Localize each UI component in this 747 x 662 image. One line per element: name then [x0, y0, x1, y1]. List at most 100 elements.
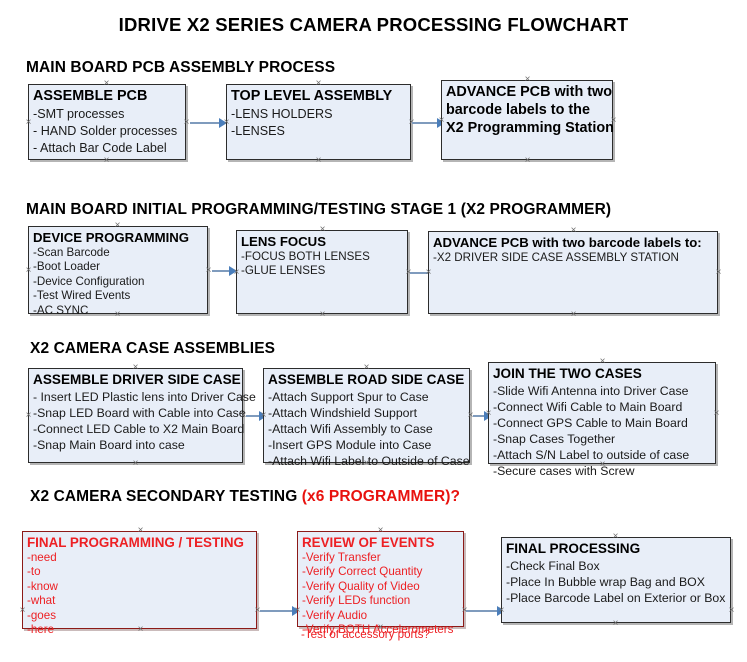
connection-handle-right[interactable]	[714, 268, 723, 277]
section-title-main-board-initial-programming: MAIN BOARD INITIAL PROGRAMMING/TESTING S…	[26, 201, 611, 219]
connection-handle-left[interactable]	[293, 606, 302, 615]
connection-handle-bottom[interactable]	[131, 459, 140, 468]
connection-handle-bottom[interactable]	[569, 310, 578, 319]
connection-handle-right[interactable]	[609, 116, 618, 125]
node-review-of-events[interactable]: REVIEW OF EVENTS -Verify Transfer -Verif…	[297, 531, 464, 636]
node-line: -Attach Wifi Assembly to Case	[268, 422, 433, 436]
connection-handle-bottom[interactable]	[314, 156, 323, 165]
node-head: TOP LEVEL ASSEMBLY	[231, 88, 393, 104]
connection-handle-bottom[interactable]	[102, 156, 111, 165]
node-head: LENS FOCUS	[241, 234, 326, 249]
node-line: -AC SYNC	[33, 303, 89, 317]
node-join-the-two-cases[interactable]: JOIN THE TWO CASES -Slide Wifi Antenna i…	[488, 362, 716, 478]
connection-handle-top[interactable]	[362, 363, 371, 372]
connection-handle-bottom[interactable]	[376, 623, 385, 632]
node-line: -Attach S/N Label to outside of case	[493, 448, 690, 462]
page-title: IDRIVE X2 SERIES CAMERA PROCESSING FLOWC…	[118, 14, 629, 35]
connection-handle-bottom[interactable]	[318, 310, 327, 319]
connection-handle-top[interactable]	[131, 363, 140, 372]
connection-handle-top[interactable]	[376, 526, 385, 535]
connection-handle-top[interactable]	[318, 225, 327, 234]
connection-handle-top[interactable]	[611, 532, 620, 541]
connector-line	[260, 610, 295, 612]
connection-handle-bottom[interactable]	[598, 460, 607, 469]
connection-handle-top[interactable]	[598, 357, 607, 366]
node-line: -Attach Windshield Support	[268, 406, 418, 420]
node-head: ADVANCE PCB with two barcode labels to:	[433, 235, 702, 250]
connection-handle-top[interactable]	[569, 226, 578, 235]
node-line: -Scan Barcode	[33, 246, 110, 259]
connection-handle-left[interactable]	[424, 268, 433, 277]
node-advance-pcb-driver-side-case[interactable]: ADVANCE PCB with two barcode labels to: …	[428, 231, 718, 314]
connector-line	[246, 415, 262, 417]
node-line: -Connect GPS Cable to Main Board	[493, 416, 688, 430]
connection-handle-left[interactable]	[259, 411, 268, 420]
node-head: FINAL PROGRAMMING / TESTING	[27, 535, 244, 550]
connector-line	[190, 122, 222, 124]
node-line: -know	[27, 579, 58, 593]
section-title-main-board-pcb-assembly: MAIN BOARD PCB ASSEMBLY PROCESS	[26, 59, 335, 77]
node-top-level-assembly[interactable]: TOP LEVEL ASSEMBLY -LENS HOLDERS -LENSES	[226, 84, 411, 160]
section-title-x2-camera-case-assemblies: X2 CAMERA CASE ASSEMBLIES	[30, 340, 275, 358]
node-line: -Device Configuration	[33, 274, 145, 288]
node-line: -GLUE LENSES	[241, 264, 326, 278]
section-title-text: MAIN BOARD INITIAL PROGRAMMING/TESTING S…	[26, 201, 612, 218]
node-assemble-pcb[interactable]: ASSEMBLE PCB -SMT processes - HAND Solde…	[28, 84, 186, 160]
connection-handle-left[interactable]	[484, 409, 493, 418]
node-line: -LENS HOLDERS	[231, 107, 333, 121]
connection-handle-left[interactable]	[437, 116, 446, 125]
node-line: -what	[27, 594, 56, 608]
connection-handle-top[interactable]	[314, 79, 323, 88]
section-title-text: X2 CAMERA SECONDARY TESTING	[30, 488, 302, 505]
node-final-processing[interactable]: FINAL PROCESSING -Check Final Box -Place…	[501, 537, 731, 623]
node-line: -Place Barcode Label on Exterior or Box	[506, 591, 726, 605]
node-overflow-line: -Test of accessory ports?	[301, 628, 430, 641]
node-head: ASSEMBLE DRIVER SIDE CASE	[33, 372, 241, 387]
connection-handle-left[interactable]	[24, 266, 33, 275]
connection-handle-left[interactable]	[497, 606, 506, 615]
node-line: X2 Programming Station	[446, 120, 614, 136]
node-line: -Check Final Box	[506, 559, 600, 573]
node-line: -Slide Wifi Antenna into Driver Case	[493, 384, 689, 398]
connection-handle-bottom[interactable]	[523, 156, 532, 165]
node-line: -Snap Cases Together	[493, 432, 616, 446]
connection-handle-bottom[interactable]	[611, 619, 620, 628]
connection-handle-bottom[interactable]	[136, 625, 145, 634]
connection-handle-top[interactable]	[523, 75, 532, 84]
connection-handle-left[interactable]	[232, 268, 241, 277]
connection-handle-left[interactable]	[222, 118, 231, 127]
node-line: -SMT processes	[33, 107, 125, 121]
connector-line	[473, 415, 487, 417]
connection-handle-left[interactable]	[24, 411, 33, 420]
connection-handle-bottom[interactable]	[113, 310, 122, 319]
connection-handle-right[interactable]	[712, 409, 721, 418]
connection-handle-top[interactable]	[102, 79, 111, 88]
connection-handle-right[interactable]	[727, 606, 736, 615]
node-line: barcode labels to the	[446, 102, 590, 118]
node-head: ASSEMBLE PCB	[33, 88, 148, 104]
section-title-suffix: (x6 PROGRAMMER)?	[301, 488, 461, 505]
connection-handle-bottom[interactable]	[362, 459, 371, 468]
node-line: -need	[27, 551, 57, 564]
node-line: - HAND Solder processes	[33, 124, 178, 138]
node-line: -Insert GPS Module into Case	[268, 438, 432, 452]
node-line: -Connect LED Cable to X2 Main Board	[33, 422, 245, 436]
connector-line	[212, 270, 232, 272]
connection-handle-top[interactable]	[113, 221, 122, 230]
node-line: -Verify Quality of Video	[302, 579, 420, 593]
connection-handle-left[interactable]	[18, 606, 27, 615]
node-line: -Attach Support Spur to Case	[268, 390, 429, 404]
node-assemble-driver-side-case[interactable]: ASSEMBLE DRIVER SIDE CASE - Insert LED P…	[28, 368, 256, 463]
node-lens-focus[interactable]: LENS FOCUS -FOCUS BOTH LENSES -GLUE LENS…	[236, 230, 408, 314]
node-head: ADVANCE PCB with two	[446, 84, 613, 100]
connection-handle-left[interactable]	[24, 118, 33, 127]
node-device-programming[interactable]: DEVICE PROGRAMMING -Scan Barcode -Boot L…	[28, 226, 208, 317]
node-advance-pcb-x2-programming-station[interactable]: ADVANCE PCB with two barcode labels to t…	[441, 80, 614, 160]
node-line: -X2 DRIVER SIDE CASE ASSEMBLY STATION	[433, 251, 679, 264]
node-assemble-road-side-case[interactable]: ASSEMBLE ROAD SIDE CASE -Attach Support …	[263, 368, 470, 468]
node-final-programming-testing[interactable]: FINAL PROGRAMMING / TESTING -need -to -k…	[22, 531, 257, 636]
connector-line	[410, 272, 436, 274]
node-line: -FOCUS BOTH LENSES	[241, 250, 370, 263]
connection-handle-top[interactable]	[136, 526, 145, 535]
